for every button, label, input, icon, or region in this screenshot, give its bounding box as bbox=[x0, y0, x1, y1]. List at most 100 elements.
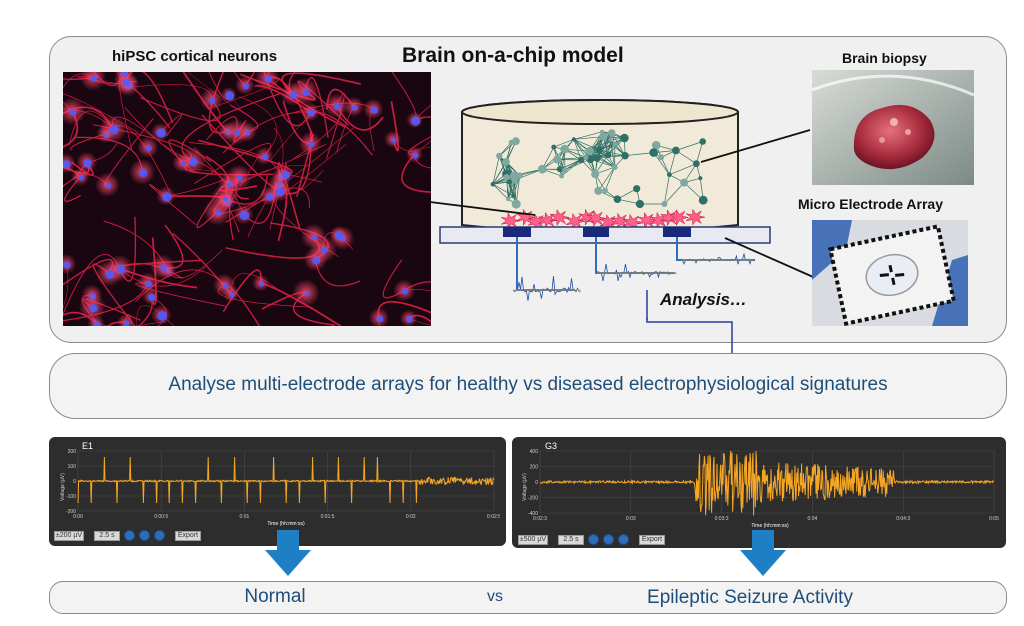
left-reset-icon[interactable] bbox=[124, 530, 135, 541]
network-edge bbox=[669, 163, 697, 176]
nucleus bbox=[145, 280, 152, 288]
x-tick-label: 0:03:3 bbox=[715, 516, 729, 522]
left-zoom-icon[interactable] bbox=[139, 530, 150, 541]
network-node bbox=[699, 138, 706, 145]
nucleus bbox=[334, 231, 344, 240]
network-node bbox=[612, 142, 618, 147]
analysis-description-box bbox=[49, 353, 1007, 419]
network-node bbox=[693, 160, 700, 168]
nucleus bbox=[239, 210, 250, 221]
network-edge bbox=[589, 132, 613, 152]
right-window-select[interactable]: 2.5 s bbox=[558, 534, 584, 545]
y-tick-label: 100 bbox=[68, 464, 77, 470]
neurite bbox=[149, 183, 196, 226]
right-play-icon[interactable] bbox=[618, 534, 629, 545]
x-tick-label: 0:02 bbox=[406, 514, 416, 520]
network-node bbox=[556, 166, 563, 173]
neurite bbox=[238, 96, 278, 157]
network-edge bbox=[607, 132, 613, 155]
nucleus bbox=[139, 168, 148, 178]
nucleus bbox=[242, 83, 249, 90]
right-scale-select[interactable]: ±500 µV bbox=[518, 534, 548, 545]
vs-label: vs bbox=[487, 588, 503, 605]
nucleus bbox=[234, 130, 241, 136]
left-scale-select[interactable]: ±200 µV bbox=[54, 530, 84, 541]
network-node bbox=[608, 129, 616, 137]
right-reset-icon[interactable] bbox=[588, 534, 599, 545]
network-edge bbox=[513, 175, 521, 197]
network-edge bbox=[660, 157, 670, 175]
network-edge bbox=[664, 174, 670, 205]
network-edge bbox=[492, 155, 500, 185]
network-edge bbox=[492, 183, 509, 200]
nucleus bbox=[90, 75, 98, 82]
right-export-button[interactable]: Export bbox=[639, 534, 665, 545]
network-node bbox=[672, 146, 680, 155]
left-ylabel: Voltage (µV) bbox=[60, 473, 66, 501]
network-node bbox=[611, 164, 618, 171]
nucleus bbox=[351, 104, 358, 111]
network-edge bbox=[492, 162, 507, 185]
neurite bbox=[401, 153, 431, 193]
nucleus bbox=[93, 321, 101, 326]
network-edge bbox=[596, 139, 611, 159]
neurite bbox=[392, 138, 431, 152]
neuron-star bbox=[550, 208, 570, 227]
network-node bbox=[585, 147, 594, 156]
neuron-star bbox=[669, 208, 689, 227]
nucleus bbox=[156, 128, 166, 138]
x-tick-label: 0:03 bbox=[626, 516, 636, 522]
network-edge bbox=[598, 166, 615, 192]
normal-recording-screen bbox=[49, 437, 506, 546]
x-tick-label: 0:00:5 bbox=[154, 514, 168, 520]
y-tick-label: 0 bbox=[73, 479, 76, 485]
network-node bbox=[633, 185, 641, 193]
left-xlabel: Time (hh:mm:ss) bbox=[267, 521, 305, 527]
nucleus bbox=[262, 153, 269, 161]
network-edge bbox=[564, 158, 591, 171]
left-window-select[interactable]: 2.5 s bbox=[94, 530, 120, 541]
network-node bbox=[562, 167, 568, 173]
nucleus bbox=[308, 141, 315, 148]
network-edge bbox=[669, 150, 677, 175]
nucleus bbox=[157, 311, 168, 321]
network-node bbox=[635, 199, 644, 209]
network-edge bbox=[604, 166, 616, 191]
left-export-button[interactable]: Export bbox=[175, 530, 201, 541]
network-node bbox=[496, 152, 503, 160]
network-node bbox=[583, 154, 589, 160]
nucleus bbox=[222, 196, 228, 202]
y-tick-label: -400 bbox=[528, 511, 538, 517]
network-node bbox=[661, 201, 668, 207]
nucleus bbox=[209, 97, 216, 104]
neurite bbox=[187, 72, 241, 111]
nucleus bbox=[406, 316, 413, 323]
network-node bbox=[649, 148, 658, 157]
neuron-star bbox=[637, 211, 657, 229]
network-edge bbox=[597, 155, 626, 159]
neurite bbox=[414, 104, 431, 121]
network-node bbox=[613, 195, 622, 203]
y-tick-label: 200 bbox=[530, 465, 539, 471]
nucleus bbox=[123, 320, 130, 326]
x-tick-label: 0:02:3 bbox=[533, 516, 547, 522]
network-node bbox=[620, 133, 629, 143]
right-zoom-icon[interactable] bbox=[603, 534, 614, 545]
y-tick-label: -200 bbox=[528, 496, 538, 502]
network-edge bbox=[561, 149, 565, 177]
nucleus bbox=[83, 159, 92, 168]
normal-label: Normal bbox=[244, 586, 306, 607]
nucleus bbox=[63, 261, 71, 269]
mea-label: Micro Electrode Array bbox=[798, 196, 943, 212]
neuron-star bbox=[660, 209, 680, 227]
network-edge bbox=[553, 138, 575, 148]
seizure-down-arrow-icon bbox=[740, 530, 786, 576]
nucleus bbox=[215, 209, 222, 216]
network-edge bbox=[675, 150, 697, 164]
network-node bbox=[577, 156, 585, 164]
nucleus bbox=[412, 152, 419, 159]
left-play-icon[interactable] bbox=[154, 530, 165, 541]
y-tick-label: -100 bbox=[66, 494, 76, 500]
